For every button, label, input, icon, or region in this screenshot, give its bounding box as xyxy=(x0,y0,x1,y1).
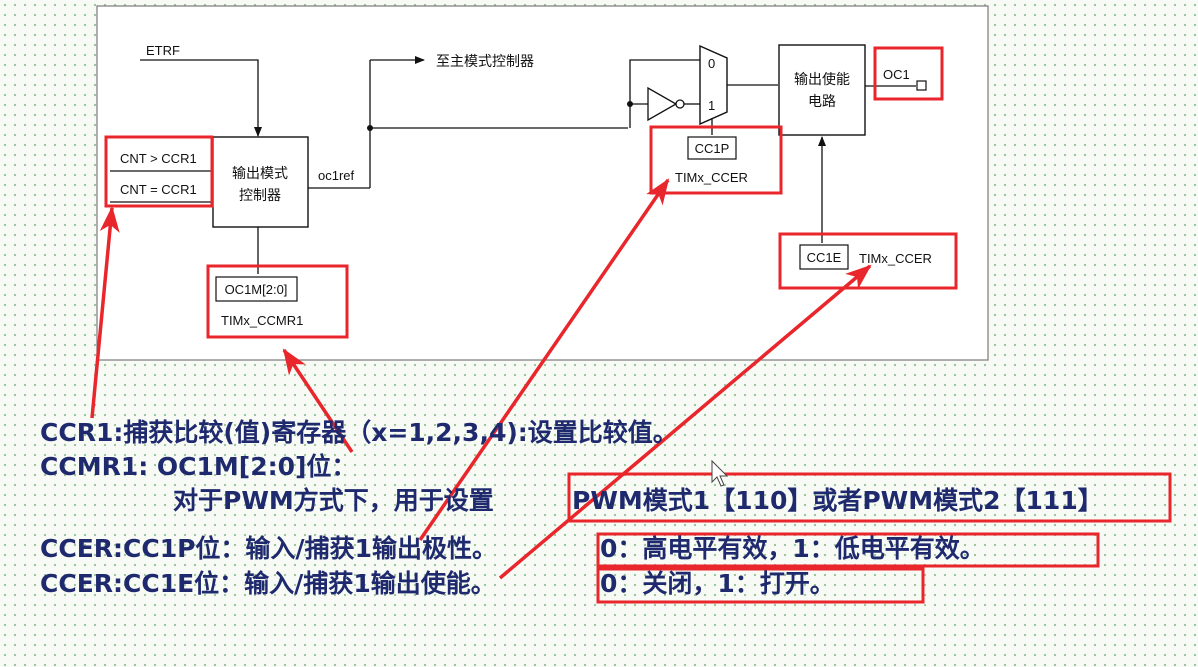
oc1-pin xyxy=(916,80,927,91)
output-mode-controller-line2: 控制器 xyxy=(239,188,281,204)
note-cc1e-prefix: CCER:CC1E位：输入/捕获1输出使能。 xyxy=(40,569,496,598)
mux-label-0: 0 xyxy=(708,56,715,71)
highlight-polarity xyxy=(596,532,1100,568)
output-enable-circuit-line1: 输出使能 xyxy=(794,71,850,88)
highlight-cnt-compare xyxy=(104,135,214,208)
output-mode-controller-line1: 输出模式 xyxy=(232,166,288,182)
mouse-cursor-icon xyxy=(711,459,729,487)
note-pwm-modes: PWM模式1【110】或者PWM模式2【111】 xyxy=(572,486,1103,515)
output-enable-circuit-box xyxy=(778,44,866,136)
note-cc1p-values: 0：高电平有效，1：低电平有效。 xyxy=(600,534,985,563)
polarity-mux xyxy=(699,44,728,126)
etrf-label: ETRF xyxy=(146,43,180,58)
note-cc1e-values: 0：关闭，1：打开。 xyxy=(600,569,835,598)
ccer-register-label-e: TIMx_CCER xyxy=(859,251,932,266)
ccer-register-label-p: TIMx_CCER xyxy=(675,170,748,185)
note-ccr1: CCR1:捕获比较(值)寄存器（x=1,2,3,4):设置比较值。 xyxy=(40,418,678,447)
to-master-label: 至主模式控制器 xyxy=(436,54,534,70)
cnt-eq-label: CNT = CCR1 xyxy=(120,182,197,197)
cc1p-box xyxy=(687,136,737,160)
cnt-gt-label: CNT > CCR1 xyxy=(120,151,197,166)
cc1e-box xyxy=(799,244,849,270)
arrow-ccr1 xyxy=(90,206,120,419)
highlight-oc1 xyxy=(873,46,944,101)
oc1-label: OC1 xyxy=(883,67,910,82)
ccmr-register-label: TIMx_CCMR1 xyxy=(221,313,303,328)
mux-label-1: 1 xyxy=(708,98,715,113)
etrf-line xyxy=(140,59,262,137)
highlight-pwm-mode xyxy=(567,472,1172,523)
note-ccmr1: CCMR1: OC1M[2:0]位： xyxy=(40,452,357,481)
highlight-enable xyxy=(596,567,925,604)
output-enable-circuit-line2: 电路 xyxy=(808,94,836,110)
oc1m-label: OC1M[2:0] xyxy=(225,282,288,297)
inverter-triangle xyxy=(647,86,678,122)
oc1m-box xyxy=(215,276,298,302)
arrow-cc1p xyxy=(418,178,670,541)
note-pwm-prefix: 对于PWM方式下，用于设置 xyxy=(173,486,494,515)
cc1p-label: CC1P xyxy=(695,141,730,156)
note-cc1p-prefix: CCER:CC1P位：输入/捕获1输出极性。 xyxy=(40,534,497,563)
highlight-cc1p xyxy=(649,125,783,195)
arrow-cc1e xyxy=(498,264,872,580)
highlight-oc1m xyxy=(206,264,349,339)
cc1e-label: CC1E xyxy=(807,250,842,265)
oc1ref-label: oc1ref xyxy=(318,168,355,183)
arrow-ccmr1 xyxy=(282,348,354,453)
output-mode-controller-box xyxy=(212,136,309,228)
